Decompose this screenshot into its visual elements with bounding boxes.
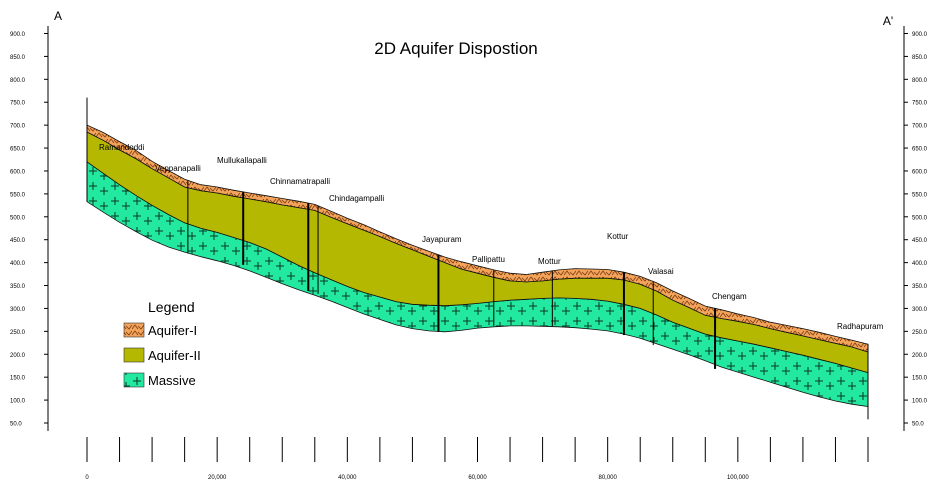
legend-label-aquifer-1: Aquifer-I: [148, 323, 197, 338]
x-tick-label: 0: [85, 475, 89, 481]
well-label: Chinnamatrapalli: [270, 177, 330, 186]
y-tick-label-left: 850.0: [10, 55, 26, 61]
y-tick-label-left: 100.0: [10, 399, 26, 405]
well-label: Valasai: [648, 267, 674, 276]
y-tick-label-right: 800.0: [912, 78, 928, 84]
y-tick-label-right: 200.0: [912, 353, 928, 359]
x-axis: 0 20,000 40,000 60,000 80,000 100,000: [85, 437, 869, 481]
y-tick-label-left: 400.0: [10, 261, 26, 267]
well-label: Ramandoddi: [99, 143, 145, 152]
section-end-label: A': [883, 14, 893, 28]
y-tick-label-left: 250.0: [10, 330, 26, 336]
y-tick-label-right: 450.0: [912, 238, 928, 244]
chart-title: 2D Aquifer Dispostion: [374, 39, 537, 58]
y-tick-label-left: 500.0: [10, 215, 26, 221]
y-tick-label-right: 750.0: [912, 101, 928, 107]
well-label: Radhapuram: [837, 322, 884, 331]
y-tick-label-left: 350.0: [10, 284, 26, 290]
y-tick-label-left: 200.0: [10, 353, 26, 359]
y-tick-label-right: 150.0: [912, 376, 928, 382]
y-tick-label-left: 550.0: [10, 192, 26, 198]
y-tick-label-left: 600.0: [10, 169, 26, 175]
well-label: Chengam: [712, 292, 747, 301]
legend-swatch-massive: [123, 372, 145, 388]
legend-title: Legend: [148, 299, 195, 315]
y-tick-label-left: 650.0: [10, 147, 26, 153]
well-label: Jayapuram: [422, 235, 462, 244]
section-start-label: A: [54, 9, 62, 23]
legend-label-massive: Massive: [148, 373, 196, 388]
y-tick-label-left: 700.0: [10, 124, 26, 130]
x-tick-label: 100,000: [727, 475, 749, 481]
y-tick-label-right: 850.0: [912, 55, 928, 61]
y-tick-label-left: 300.0: [10, 307, 26, 313]
x-tick-label: 60,000: [468, 475, 487, 481]
well-label: Veppanapalli: [155, 164, 201, 173]
y-tick-label-right: 650.0: [912, 147, 928, 153]
well-label: Chindagampalli: [329, 194, 384, 203]
y-tick-label-left: 750.0: [10, 101, 26, 107]
well-label: Mottur: [538, 257, 561, 266]
well-label: Pallipattu: [472, 255, 505, 264]
y-tick-label-left: 900.0: [10, 32, 26, 38]
y-tick-label-right: 600.0: [912, 169, 928, 175]
legend-swatch-aquifer-1: [123, 322, 145, 338]
well-label: Mullukallapalli: [217, 156, 267, 165]
y-axis-left: 900.0 850.0 800.0 750.0 700.0 650.0 600.0 550.0…: [10, 26, 49, 431]
x-tick-label: 40,000: [338, 475, 357, 481]
legend: Legend Aquifer-I Aquifer-II Massive: [123, 299, 201, 388]
y-tick-label-right: 700.0: [912, 124, 928, 130]
legend-label-aquifer-2: Aquifer-II: [148, 348, 201, 363]
y-tick-label-right: 900.0: [912, 32, 928, 38]
y-tick-label-right: 550.0: [912, 192, 928, 198]
y-tick-label-left: 50.0: [10, 422, 22, 428]
y-tick-label-right: 50.0: [912, 422, 924, 428]
y-tick-label-right: 300.0: [912, 307, 928, 313]
y-tick-label-left: 450.0: [10, 238, 26, 244]
legend-swatch-aquifer-2: [123, 347, 145, 363]
well-label: Kottur: [607, 232, 629, 241]
y-axis-right: 900.0 850.0 800.0 750.0 700.0 650.0 600.0 550.0…: [903, 26, 928, 431]
y-tick-label-right: 350.0: [912, 284, 928, 290]
y-tick-label-right: 400.0: [912, 261, 928, 267]
layer-polygons: [86, 124, 869, 407]
y-tick-label-left: 800.0: [10, 78, 26, 84]
x-tick-label: 20,000: [208, 475, 227, 481]
y-tick-label-right: 500.0: [912, 215, 928, 221]
x-tick-label: 80,000: [598, 475, 617, 481]
y-tick-label-right: 250.0: [912, 330, 928, 336]
y-tick-label-left: 150.0: [10, 376, 26, 382]
y-tick-label-right: 100.0: [912, 399, 928, 405]
